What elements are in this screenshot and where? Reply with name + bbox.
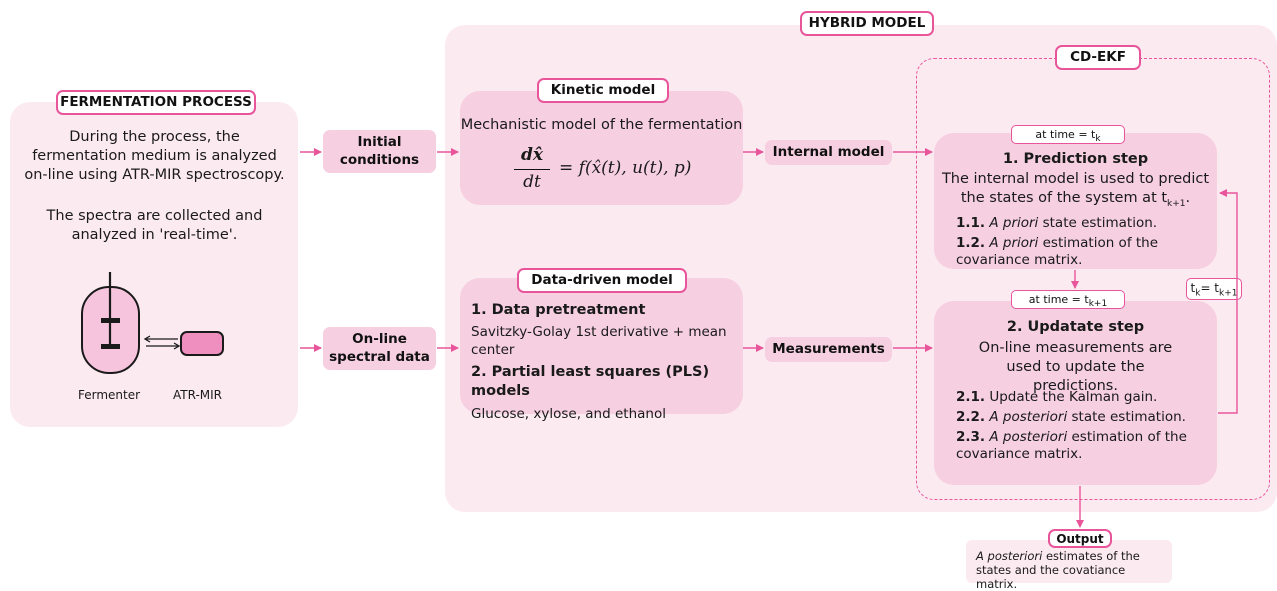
online-spectral-data-line1: On-line <box>352 331 407 347</box>
atr-mir-probe-icon <box>180 331 224 356</box>
prediction-text-main: The internal model is used to predict th… <box>941 171 1210 206</box>
update-item-1-rest: Update the Kalman gain. <box>989 389 1158 405</box>
time-k-tag: at time = tk <box>1011 125 1125 144</box>
prediction-item-2-em: A priori <box>989 235 1039 251</box>
fermenter-label: Fermenter <box>78 388 141 402</box>
update-item-2-num: 2.2. <box>956 409 986 425</box>
measurements-box: Measurements <box>765 337 892 362</box>
arrow-update-loop-back <box>1218 189 1238 414</box>
prediction-step-panel <box>934 133 1217 269</box>
pretreatment-text: Savitzky-Golay 1st derivative + mean cen… <box>471 324 727 358</box>
equation-numerator: dx̂ <box>520 145 544 165</box>
cd-ekf-title: CD-EKF <box>1055 45 1141 70</box>
output-text-em: A posteriori <box>976 549 1043 563</box>
kinetic-model-panel <box>460 91 743 205</box>
loop-eq: = t <box>1200 281 1220 295</box>
update-item-1: 2.1. Update the Kalman gain. <box>956 389 1206 405</box>
fermentation-description: During the process, the fermentation med… <box>24 129 285 183</box>
update-item-3: 2.3. A posteriori estimation of the cova… <box>956 429 1204 463</box>
prediction-item-1-em: A priori <box>989 215 1039 231</box>
prediction-item-1-rest: state estimation. <box>1038 215 1158 231</box>
online-spectral-data-line2: spectral data <box>329 349 430 365</box>
data-driven-model-title: Data-driven model <box>517 268 687 293</box>
fermentation-panel <box>10 102 298 427</box>
update-step-panel <box>934 301 1217 485</box>
online-spectral-data-box: On-line spectral data <box>323 327 436 370</box>
update-item-2-em: A posteriori <box>989 409 1068 425</box>
kinetic-model-subtitle: Mechanistic model of the fermentation <box>460 117 743 133</box>
update-item-3-em: A posteriori <box>989 429 1068 445</box>
pls-heading: 2. Partial least squares (PLS) models <box>471 364 710 399</box>
update-item-2-rest: state estimation. <box>1067 409 1186 425</box>
loop-left-sub: k <box>1195 288 1201 299</box>
loop-left: t <box>1190 281 1196 295</box>
prediction-item-2-num: 1.2. <box>956 235 986 251</box>
equation-rhs: = f(x̂(t), u(t), p) <box>559 158 692 178</box>
prediction-item-1: 1.1. A priori state estimation. <box>956 215 1206 231</box>
kinetic-model-title: Kinetic model <box>537 78 669 103</box>
update-step-text: On-line measurements are used to update … <box>978 340 1173 394</box>
prediction-item-1-num: 1.1. <box>956 215 986 231</box>
hybrid-model-title: HYBRID MODEL <box>800 11 934 36</box>
time-k-sub: k <box>1095 134 1101 145</box>
fermentation-realtime-note: The spectra are collected and analyzed i… <box>46 208 263 243</box>
prediction-step-title: 1. Prediction step <box>1002 151 1149 167</box>
equation-fraction-bar <box>514 169 550 171</box>
time-update-loop-tag: tk= tk+1 <box>1186 278 1242 300</box>
pls-text: Glucose, xylose, and ethanol <box>471 406 666 422</box>
atr-mir-label: ATR-MIR <box>173 388 223 402</box>
equation-denominator: dt <box>523 172 541 192</box>
prediction-text-sub: k+1 <box>1167 198 1186 209</box>
time-k1-text: at time = t <box>1028 293 1089 306</box>
loop-right-sub: k+1 <box>1219 288 1238 299</box>
prediction-step-text: The internal model is used to predict th… <box>934 170 1217 214</box>
time-k1-tag: at time = tk+1 <box>1011 290 1125 309</box>
time-k-text: at time = t <box>1035 128 1096 141</box>
fermentation-title: FERMENTATION PROCESS <box>56 90 256 115</box>
update-item-3-num: 2.3. <box>956 429 986 445</box>
data-driven-model-panel <box>460 278 743 414</box>
update-item-3-rest: estimation of the covariance matrix. <box>956 429 1187 462</box>
prediction-text-end: . <box>1185 190 1191 206</box>
data-driven-content: 1. Data pretreatment Savitzky-Golay 1st … <box>471 301 736 423</box>
fermenter-vessel-icon <box>81 272 140 374</box>
initial-conditions-line1: Initial <box>357 134 402 150</box>
internal-model-box: Internal model <box>765 140 892 165</box>
update-item-1-num: 2.1. <box>956 389 986 405</box>
atr-connection-icon <box>143 335 181 350</box>
initial-conditions-line2: conditions <box>339 152 420 168</box>
kinetic-equation: dx̂ dt = f(x̂(t), u(t), p) <box>505 145 735 197</box>
output-title: Output <box>1048 529 1112 548</box>
pretreatment-heading: 1. Data pretreatment <box>471 302 646 318</box>
update-step-title: 2. Updatate step <box>1006 319 1145 335</box>
time-k1-sub: k+1 <box>1088 299 1108 310</box>
initial-conditions-box: Initial conditions <box>323 130 436 173</box>
update-item-2: 2.2. A posteriori state estimation. <box>956 409 1206 425</box>
prediction-item-2-rest: estimation of the covariance matrix. <box>956 235 1159 268</box>
prediction-item-2: 1.2. A priori estimation of the covarian… <box>956 235 1188 269</box>
